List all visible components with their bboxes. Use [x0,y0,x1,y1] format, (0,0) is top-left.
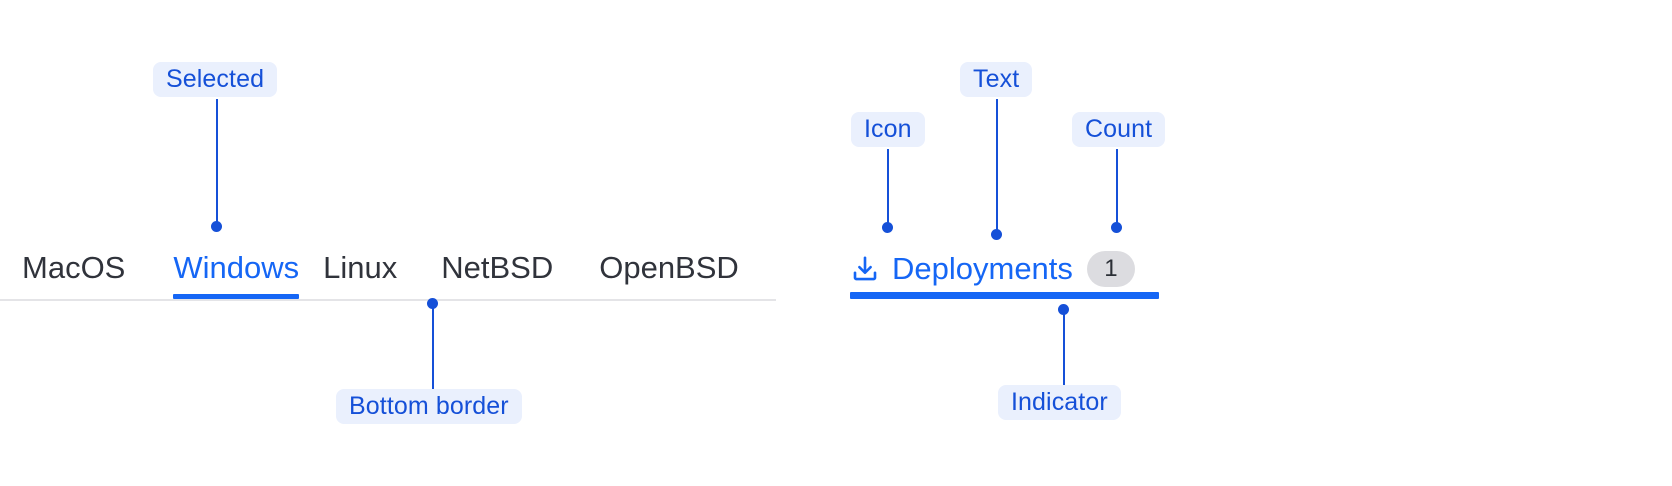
annotation-connector-text [996,99,998,233]
tab-linux[interactable]: Linux [323,248,397,299]
tab-deployments-row[interactable]: Deployments 1 [850,246,1159,292]
annotation-dot-count [1111,222,1122,233]
annotation-connector-icon [887,149,889,226]
annotation-dot-selected [211,221,222,232]
annotation-label-icon: Icon [851,112,925,147]
annotation-connector-count [1116,149,1118,226]
tab-deployments-label: Deployments [892,251,1073,286]
annotation-label-text: Text [960,62,1033,97]
tab-windows-label: Windows [173,250,300,285]
tab-openbsd[interactable]: OpenBSD [599,248,739,299]
tab-deployments-count-badge: 1 [1086,251,1135,287]
download-icon [853,256,877,281]
annotation-connector-bottom-border [432,303,434,389]
annotation-connector-selected [216,99,218,225]
annotation-label-bottom-border: Bottom border [336,389,522,424]
tab-openbsd-label: OpenBSD [599,250,739,285]
annotation-connector-indicator [1063,309,1065,386]
tab-list: MacOS Windows Linux NetBSD OpenBSD [0,248,776,299]
tab-bar-os: MacOS Windows Linux NetBSD OpenBSD [0,248,776,300]
tab-deployments[interactable]: Deployments 1 [850,246,1159,300]
tab-macos[interactable]: MacOS [22,248,125,299]
annotation-dot-text [991,229,1002,240]
annotation-label-indicator: Indicator [998,385,1121,420]
tab-selected-underline [173,294,300,299]
tab-bar-bottom-border [0,299,776,301]
annotation-label-count: Count [1072,112,1166,147]
tab-linux-label: Linux [323,250,398,285]
tab-macos-label: MacOS [22,250,126,285]
annotation-dot-icon [882,222,893,233]
tab-netbsd[interactable]: NetBSD [441,248,553,299]
tab-netbsd-label: NetBSD [441,250,554,285]
annotation-label-selected: Selected [153,62,278,97]
tab-windows[interactable]: Windows [173,248,300,299]
tab-deployments-indicator [850,292,1159,299]
